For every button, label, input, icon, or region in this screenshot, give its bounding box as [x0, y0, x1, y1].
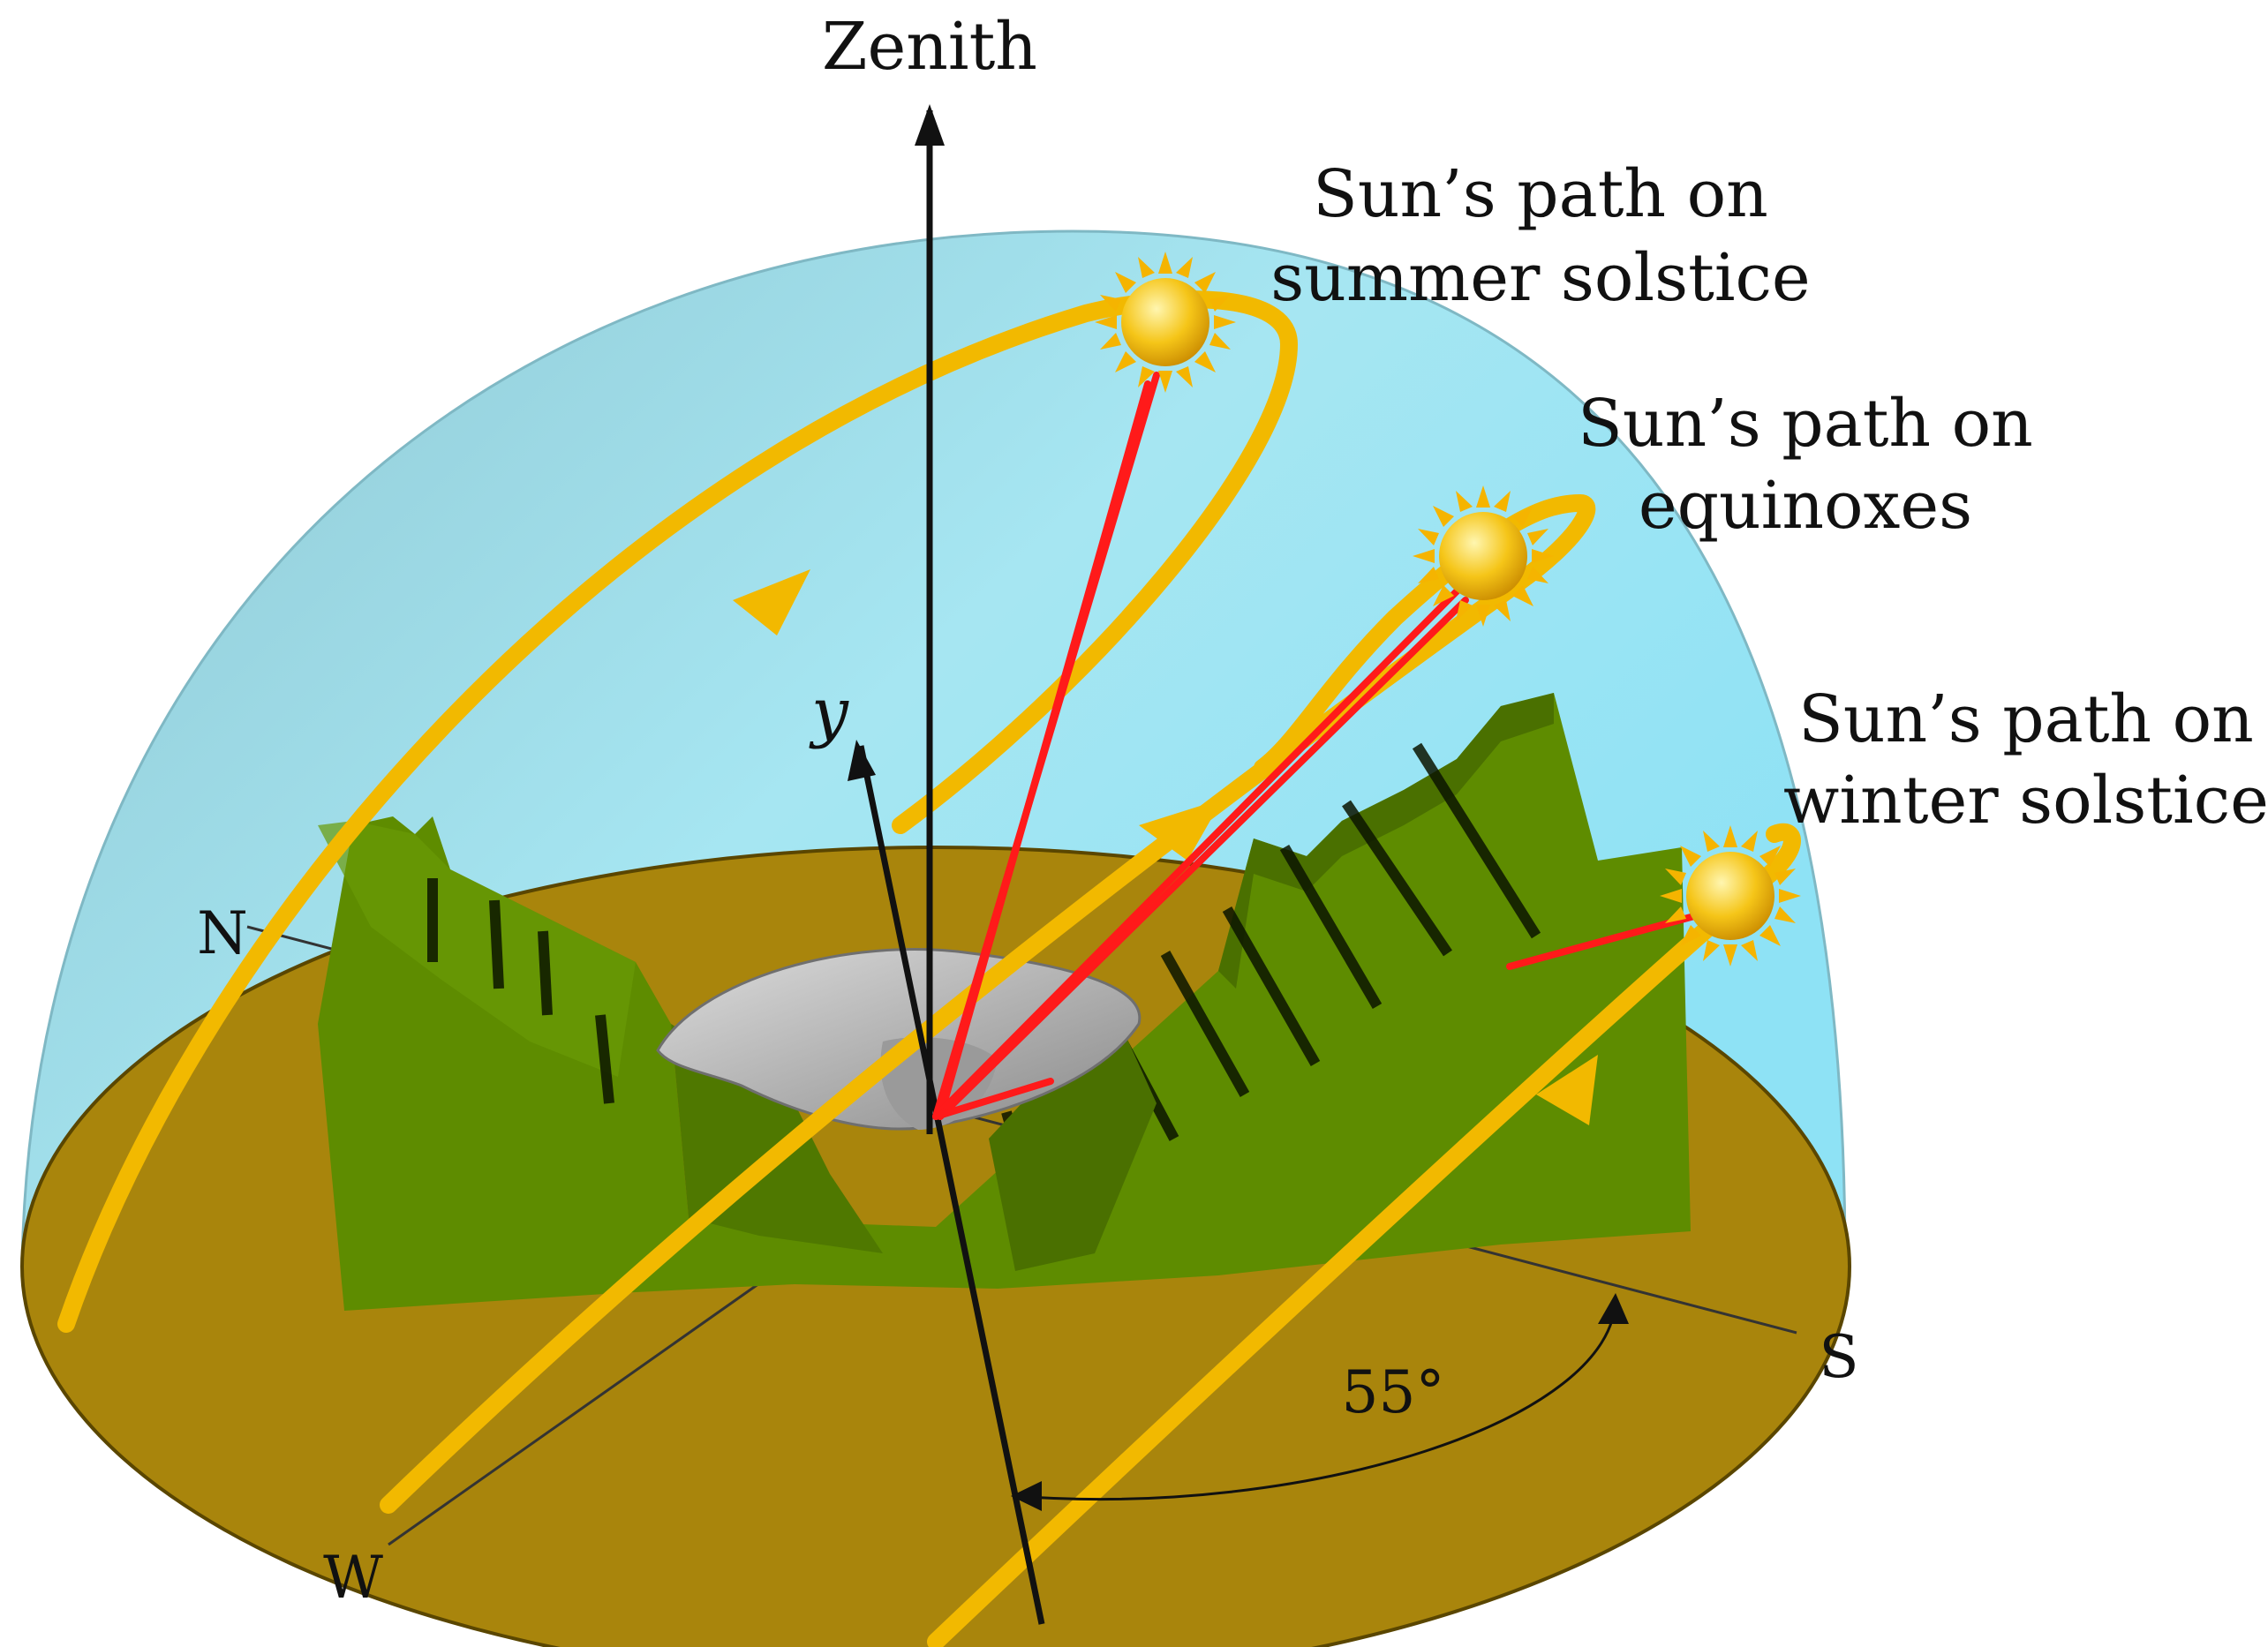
summer-path-arrow: [733, 569, 810, 635]
equinox-sun-ray-2: [937, 597, 1469, 1120]
south-label: S: [1819, 1323, 1858, 1391]
north-label: N: [197, 899, 248, 967]
zenith-arrowhead: [915, 104, 945, 146]
winter-sun-ray: [1506, 910, 1707, 970]
equinox-path-arrow: [1139, 799, 1223, 861]
winter-label-line2: winter solstice: [1783, 763, 2268, 839]
west-label: W: [323, 1544, 383, 1612]
angle-arrowhead-end: [1598, 1293, 1629, 1324]
winter-label-line1: Sun’s path on: [1798, 681, 2254, 757]
equinox-path: [380, 493, 1596, 1514]
equinox-sun-icon: [1413, 485, 1554, 627]
terrain: [318, 693, 1691, 1311]
angle-arc: [1014, 1297, 1617, 1501]
summer-sun-icon: [1095, 252, 1236, 393]
summer-label-line1: Sun’s path on: [1313, 156, 1768, 232]
winter-solstice-path: [927, 823, 1801, 1647]
equinox-label: Sun’s path on equinoxes: [1578, 386, 2033, 544]
zenith-label: Zenith: [822, 9, 1037, 85]
equinox-label-line2: equinoxes: [1639, 468, 1972, 544]
winter-sun-icon: [1660, 825, 1801, 966]
winter-path-arrow: [1536, 1055, 1598, 1125]
angle-arrowhead-start: [1011, 1481, 1042, 1511]
equinox-sun-ray: [932, 588, 1460, 1120]
summer-solstice-label: Sun’s path on summer solstice: [1270, 156, 1810, 316]
y-axis: [857, 745, 1045, 1625]
y-axis-label: y: [809, 674, 849, 750]
winter-solstice-label: Sun’s path on winter solstice: [1783, 681, 2268, 839]
crater-ray: [932, 1078, 1054, 1120]
y-axis-arrowhead: [848, 740, 876, 781]
equinox-label-line1: Sun’s path on: [1578, 386, 2033, 462]
summer-label-line2: summer solstice: [1270, 240, 1810, 316]
west-line: [388, 1269, 778, 1546]
angle-label: 55°: [1342, 1358, 1445, 1426]
summer-sun-ray-2: [937, 380, 1151, 1120]
